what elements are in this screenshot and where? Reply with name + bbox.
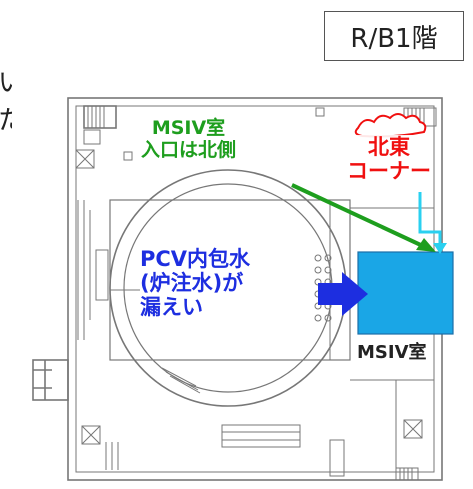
x-box-bottom-left bbox=[81, 425, 101, 445]
msiv-room-label: MSIV室 bbox=[357, 342, 427, 363]
green-arrow-head bbox=[416, 238, 436, 252]
edge-char-2: た bbox=[0, 103, 12, 141]
left-annex-detail bbox=[33, 360, 52, 400]
left-vertical-piping bbox=[77, 200, 109, 340]
blue-arrow-shaft bbox=[318, 283, 342, 305]
msiv-entry-line-1: MSIV室 bbox=[151, 117, 226, 139]
pcv-leak-label: PCV内包水 (炉注水)が 漏えい bbox=[140, 247, 250, 319]
blue-arrow-head bbox=[342, 272, 368, 316]
pcv-line-2: (炉注水)が bbox=[140, 271, 244, 296]
bottom-pipes bbox=[105, 424, 419, 481]
northeast-corner-label: 北東 コーナー bbox=[347, 135, 431, 184]
cropped-edge-text: い た bbox=[0, 65, 12, 140]
cyan-arrow bbox=[418, 192, 442, 248]
northeast-line-1: 北東 bbox=[368, 135, 410, 159]
cyan-arrow-head bbox=[433, 243, 447, 254]
msiv-entry-label: MSIV室 入口は北側 bbox=[141, 117, 237, 162]
msiv-entry-line-2: 入口は北側 bbox=[141, 138, 237, 161]
top-left-stairs bbox=[83, 106, 105, 145]
edge-char-1: い bbox=[0, 65, 12, 103]
msiv-room-box bbox=[357, 251, 454, 335]
small-square-1 bbox=[123, 151, 133, 161]
northeast-line-2: コーナー bbox=[347, 159, 431, 184]
floor-label: R/B1階 bbox=[324, 11, 464, 61]
green-arrow-line bbox=[291, 183, 426, 249]
left-annex bbox=[32, 359, 69, 401]
hatched-area bbox=[161, 367, 201, 394]
pcv-line-1: PCV内包水 bbox=[140, 247, 251, 271]
x-box-bottom-right bbox=[403, 419, 423, 439]
pcv-line-3: 漏えい bbox=[140, 295, 203, 320]
small-square-2 bbox=[315, 107, 325, 117]
northeast-cloud bbox=[354, 113, 427, 138]
x-box-left bbox=[75, 149, 95, 169]
